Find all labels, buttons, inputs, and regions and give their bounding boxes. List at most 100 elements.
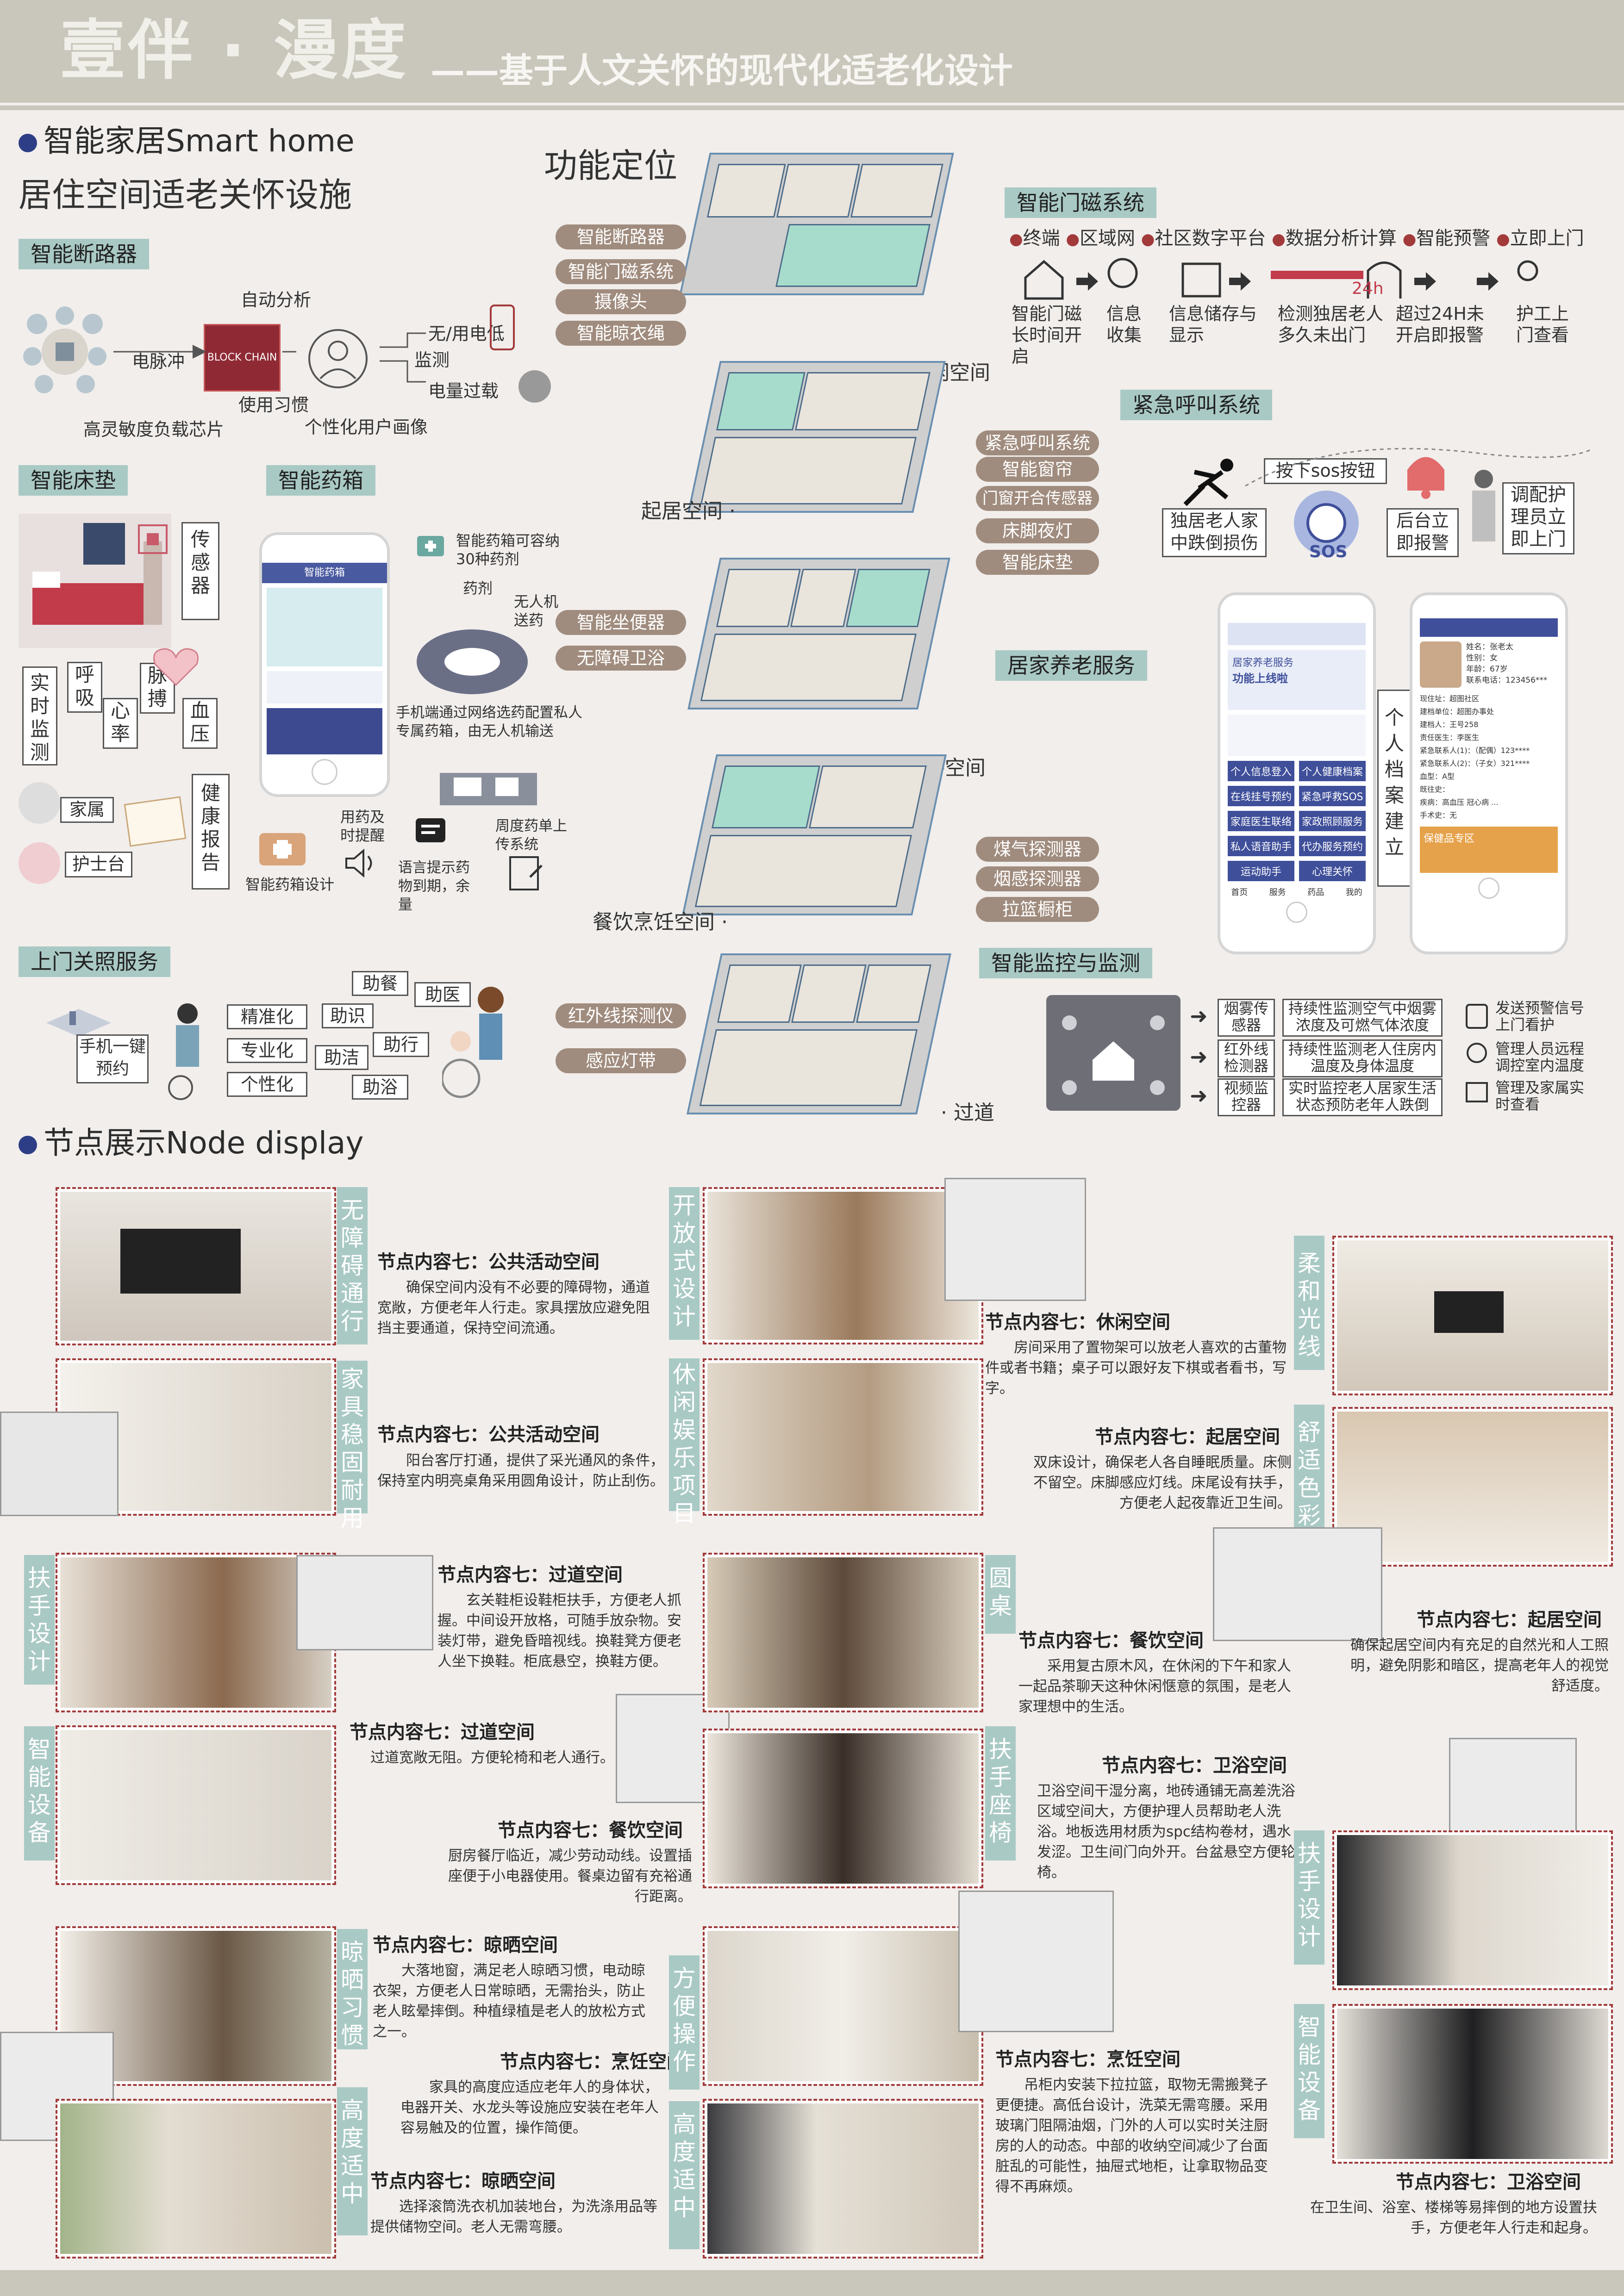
medbox-app-banner: [267, 708, 382, 754]
nav-mine[interactable]: 我的: [1345, 888, 1362, 897]
label-breath: 呼吸: [67, 662, 102, 713]
node-text: 选择滚筒洗衣机加装地台，为洗涤用品等提供储物空间。老人无需弯腰。: [370, 2198, 657, 2235]
profile-basic: 姓名：张老太 性别：女 年龄：67岁 联系电话：123456***: [1466, 642, 1548, 685]
sos-text: SOS: [1309, 542, 1348, 561]
grid-health-record[interactable]: 个人健康档案: [1299, 761, 1366, 781]
door-flow-icons: [1018, 252, 1611, 303]
func-infrared: 红外线探测仪: [556, 1003, 686, 1028]
grid-exercise[interactable]: 运动助手: [1228, 861, 1294, 881]
func-door-sensor: 智能门磁系统: [556, 259, 686, 284]
grid-personal-info[interactable]: 个人信息登入: [1228, 761, 1294, 781]
grid-housekeeping[interactable]: 家政照顾服务: [1299, 811, 1366, 831]
node-text: 厨房餐厅临近，减少劳动动线。设置插座便于小电器使用。餐桌边留有充裕通行距离。: [448, 1848, 692, 1905]
home-button[interactable]: [312, 759, 337, 785]
grid-sos[interactable]: 紧急呼救SOS: [1299, 786, 1366, 806]
medbox-app-title: 智能药箱: [262, 563, 387, 583]
func-smoke-detector: 烟感探测器: [976, 866, 1099, 891]
node-text: 采用复古原木风，在休闲的下午和家人一起品茶聊天这种休闲惬意的氛围，是老人家理想中…: [1018, 1658, 1291, 1715]
label-blood-pressure: 血压: [182, 698, 218, 749]
device-infrared: 红外线检测器: [1218, 1039, 1275, 1077]
nav-service[interactable]: 服务: [1269, 888, 1286, 897]
node-text: 家具的高度应适应老年人的身体状，电器开关、水龙头等设施应安装在老年人容易触及的位…: [400, 2079, 659, 2136]
home-button[interactable]: [1286, 902, 1307, 923]
caregiver-icon: [1517, 260, 1538, 281]
nav-medicine[interactable]: 药品: [1307, 888, 1324, 897]
nav-home[interactable]: 首页: [1231, 888, 1248, 897]
photo-bedroom: [1332, 1236, 1613, 1395]
label-oneclick: 手机一键预约: [76, 1034, 149, 1083]
node-title: 节点内容七：卫浴空间: [1396, 2172, 1581, 2193]
label-24h: 24h: [1352, 279, 1384, 298]
flow-analysis: 数据分析计算: [1285, 228, 1397, 249]
node-title: 节点内容七：过道空间: [437, 1564, 623, 1586]
node-text: 卫浴空间干湿分离，地砖通铺无高差洗浴区域空间大，方便护理人员帮助老人洗浴。地板选…: [1037, 1783, 1295, 1881]
family-avatar: [19, 782, 60, 824]
desc-collect: 信息收集: [1106, 304, 1142, 345]
service-bath: 助浴: [352, 1075, 408, 1100]
label-sensor: 传感器: [181, 522, 219, 620]
tag-stable-furniture: 家具稳固耐用: [337, 1361, 368, 1531]
func-curtain: 智能窗帘: [976, 457, 1099, 482]
label-no-power: 无/用电低: [428, 324, 505, 344]
label-medbox-desc: 手机端通过网络选药配置私人专属药箱，由无人机输送: [396, 704, 582, 740]
node-text: 确保起居空间内有充足的自然光和人工照明，避免阴影和暗区，提高老年人的视觉舒适度。: [1350, 1637, 1609, 1694]
grid-psych-care[interactable]: 心理关怀: [1299, 861, 1366, 881]
func-light-strip: 感应灯带: [556, 1048, 686, 1073]
grid-online-booking[interactable]: 在线挂号预约: [1228, 786, 1294, 806]
breaker-connectors: [113, 332, 426, 383]
service-banner: 居家养老服务 功能上线啦: [1228, 650, 1366, 710]
grid-family-doctor[interactable]: 家庭医生联络: [1228, 811, 1294, 831]
node-title: 节点内容七：烹饪空间: [500, 2051, 685, 2072]
photo-bathroom-2: [1332, 2004, 1613, 2164]
chart-icon: [1181, 262, 1221, 298]
medbox-app-icons: [267, 671, 382, 703]
nurse-figure-icon: [1458, 467, 1509, 555]
tag-smart-medbox: 智能药箱: [266, 465, 375, 496]
node-title: 节点内容七：卫浴空间: [1102, 1755, 1287, 1776]
level-professional: 专业化: [227, 1038, 307, 1063]
tag-soft-light: 柔和光线: [1294, 1236, 1324, 1370]
profile-header-bar: [1420, 618, 1558, 637]
city-illustration: [44, 995, 113, 1041]
isometric-kitchen-thumb: [958, 1891, 1114, 2032]
service-search-bar[interactable]: [1228, 623, 1366, 645]
action-infrared: 管理人员远程调控室内温度: [1495, 1040, 1585, 1074]
sos-button-icon[interactable]: [1287, 486, 1366, 565]
floorplan-3: [687, 558, 950, 709]
home-button[interactable]: [1478, 877, 1499, 899]
service-walk: 助行: [373, 1032, 429, 1057]
label-pulse: 电脉冲: [132, 351, 185, 372]
label-archive: 个人档案建立: [1377, 690, 1412, 887]
label-weekly: 周度药单上传系统: [495, 818, 567, 853]
home-icon: [1024, 260, 1064, 300]
label-remind: 用药及时提醒: [340, 808, 385, 844]
func-window-sensor: 门窗开合传感器: [976, 486, 1099, 511]
header-divider: [0, 106, 1624, 110]
monitor-device-illustration: [1046, 995, 1181, 1111]
profile-banner[interactable]: 保健品专区: [1420, 827, 1558, 873]
floorplan-1: [679, 153, 954, 295]
label-nurse-station: 护士台: [65, 852, 132, 877]
func-camera: 摄像头: [556, 289, 686, 314]
service-icon-row: [1228, 715, 1366, 756]
bedroom-illustration: [19, 514, 171, 648]
action-smoke: 发送预警信号上门看护: [1495, 999, 1585, 1033]
flow-lan: 区域网: [1080, 228, 1136, 249]
photo-entrance: [56, 1553, 336, 1712]
footer-bar: [0, 2270, 1624, 2296]
grid-errand[interactable]: 代办服务预约: [1299, 836, 1366, 856]
node-title: 节点内容七：过道空间: [350, 1722, 535, 1743]
desc-store: 信息储存与显示: [1169, 304, 1257, 345]
node-title: 节点内容七：晾晒空间: [370, 2171, 556, 2192]
label-monitor: 监测: [414, 350, 450, 370]
grid-voice-assistant[interactable]: 私人语音助手: [1228, 836, 1294, 856]
tag-drying-habit: 晾晒习惯: [337, 1929, 368, 2049]
label-realtime: 实时监测: [22, 666, 57, 765]
tag-open-design: 开放式设计: [669, 1187, 700, 1340]
profile-card: 姓名：张老太 性别：女 年龄：67岁 联系电话：123456***: [1420, 641, 1558, 688]
profile-details: 现住址：超图社区 建档单位：超图办事处 建档人：王号258 责任医生：李医生 紧…: [1420, 694, 1530, 820]
tag-leisure: 休闲娱乐项目: [669, 1358, 700, 1527]
func-clothesline: 智能晾衣绳: [556, 321, 686, 346]
header-banner: [0, 0, 1624, 103]
tag-smart-breaker: 智能断路器: [19, 239, 149, 269]
